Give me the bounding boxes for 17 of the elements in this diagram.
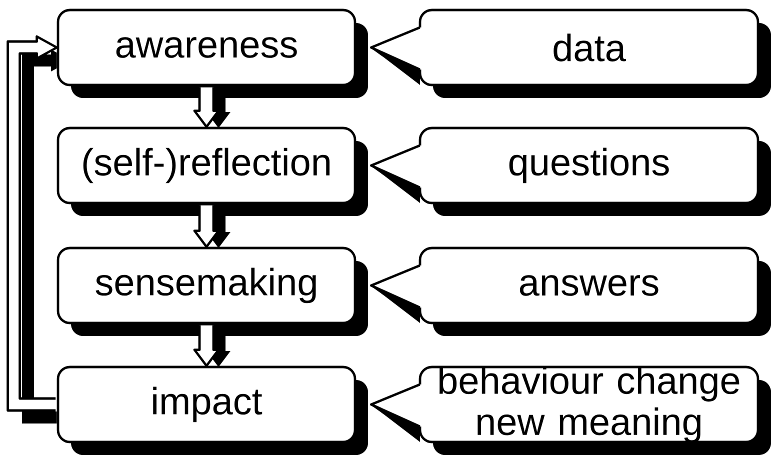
callout-bubble: questions xyxy=(418,126,771,216)
feedback-arrow xyxy=(6,35,58,424)
process-box: impact xyxy=(56,366,368,455)
callout-bubble: behaviour change new meaning xyxy=(418,366,771,455)
process-box: awareness xyxy=(56,8,368,98)
callout-bubble: data xyxy=(418,8,771,98)
process-box: sensemaking xyxy=(56,246,368,336)
callout-pointer xyxy=(370,383,421,442)
block-arrow xyxy=(193,324,230,367)
callout-pointer xyxy=(370,144,421,203)
block-arrow xyxy=(193,86,230,128)
callout-bubble: answers xyxy=(418,246,771,336)
process-box: (self-)reflection xyxy=(56,126,368,216)
block-arrow xyxy=(193,204,230,248)
node-label: answers xyxy=(520,275,658,296)
callout-pointer xyxy=(370,264,421,323)
callout-pointer xyxy=(370,26,421,85)
